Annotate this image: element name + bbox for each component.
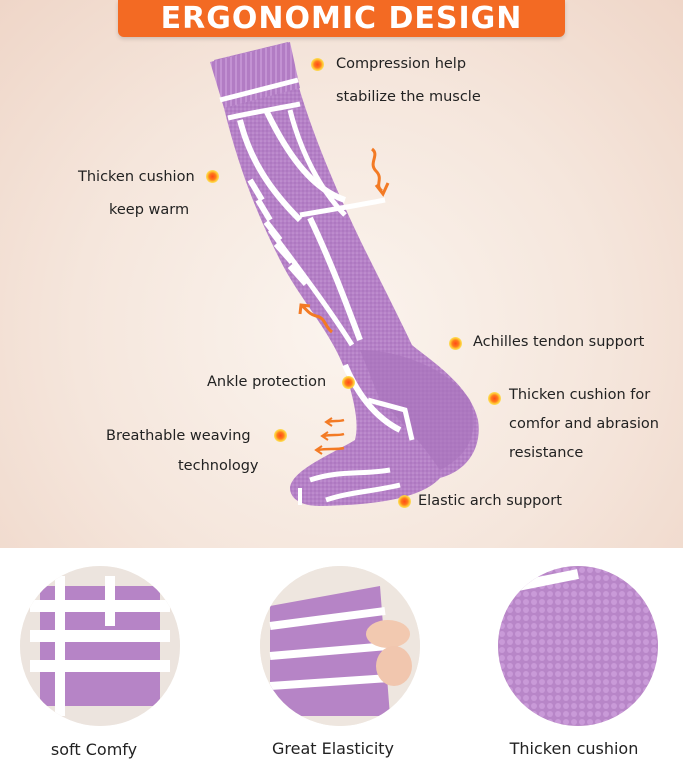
callout-line: resistance [509,445,584,461]
feature-dot-icon [342,376,355,389]
feature-dot-icon [274,429,287,442]
feature-dot-icon [311,58,324,71]
callout-achilles: Achilles tendon support [473,326,644,359]
callout-line: keep warm [109,202,190,218]
title-banner: ERGONOMIC DESIGN [118,0,565,37]
callout-line: Breathable weaving [106,428,251,444]
callout-line: stabilize the muscle [336,89,481,105]
feature-dot-icon [449,337,462,350]
feature-dot-icon [398,495,411,508]
sock-illustration [210,42,479,506]
callout-line: technology [178,458,259,474]
feature-label: Great Elasticity [271,739,395,758]
callout-line: Thicken cushion for [509,387,651,403]
feature-label: Thicken cushion [509,739,639,758]
callout-ankle: Ankle protection [207,366,326,399]
callout-line: Achilles tendon support [473,334,645,350]
page-title: ERGONOMIC DESIGN [160,1,523,36]
wave-arrow-icon [298,303,333,334]
callout-thicken-warm: Thicken cushion keep warm [78,161,195,227]
feature-image-cushion [498,566,658,726]
callout-compression: Compression help stabilize the muscle [336,48,481,114]
callout-line: Compression help [336,56,467,72]
feature-image-soft [20,566,180,726]
callout-breathable: Breathable weaving technology [106,421,259,481]
callout-arch: Elastic arch support [418,485,562,518]
callout-line: Thicken cushion [78,169,195,185]
feature-dot-icon [488,392,501,405]
feature-dot-icon [206,170,219,183]
callout-thicken-abrasion: Thicken cushion for comfor and abrasion … [509,381,659,468]
callout-line: Elastic arch support [418,493,562,509]
feature-image-elasticity [260,566,420,726]
callout-line: Ankle protection [207,374,327,390]
wave-arrow-icon [314,417,345,455]
callout-line: comfor and abrasion [509,416,659,432]
feature-label: soft Comfy [50,740,138,759]
wave-arrow-icon [370,147,390,197]
